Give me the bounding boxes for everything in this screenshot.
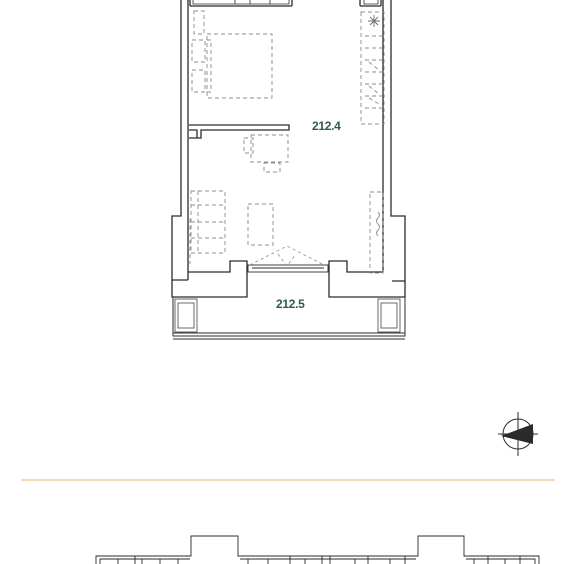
apartment-walls (171, 0, 406, 298)
wardrobe (369, 191, 384, 274)
bed (206, 33, 273, 99)
building-key-plan (95, 535, 540, 564)
balcony-planters (174, 298, 401, 333)
room-number-balcony: 212.5 (276, 297, 305, 311)
room-number-living: 212.4 (312, 119, 341, 133)
plant-icon (376, 211, 380, 237)
dining-table (250, 134, 289, 163)
furniture (189, 10, 385, 274)
north-arrow-icon (498, 412, 538, 456)
cooktop-icon (368, 15, 380, 27)
balcony-door (247, 264, 329, 273)
top-cabinet-lines (192, 0, 379, 5)
coffee-table (247, 203, 274, 246)
kitchen-counter (360, 11, 385, 125)
door-swing (249, 245, 325, 267)
balcony (172, 297, 406, 340)
